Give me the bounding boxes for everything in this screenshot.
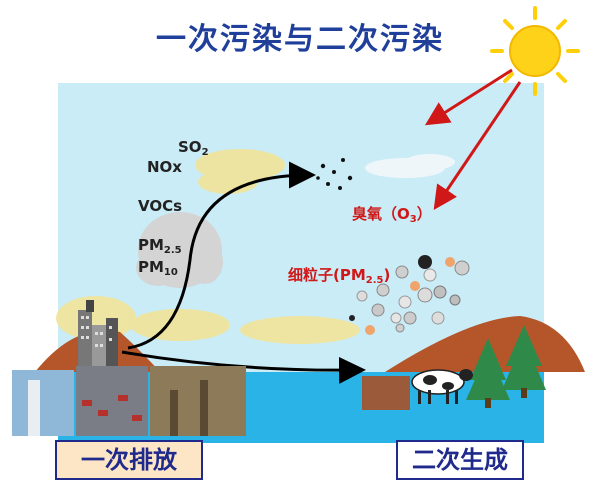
upward-flow-arrow bbox=[127, 161, 316, 350]
pollution-cloud bbox=[136, 212, 223, 288]
fine-particles bbox=[349, 255, 470, 335]
emission-photos bbox=[12, 366, 410, 436]
primary-emission-label: 一次排放 bbox=[55, 440, 203, 480]
label-so2: SO2 bbox=[178, 138, 209, 158]
tree-icon bbox=[466, 338, 510, 408]
label-nox: NOx bbox=[147, 158, 182, 176]
white-cloud bbox=[365, 154, 455, 178]
label-pm25: PM2.5 bbox=[138, 236, 182, 256]
particle-dots bbox=[316, 158, 353, 190]
label-fine-particles: 细粒子(PM2.5) bbox=[288, 266, 391, 286]
sun-ray-arrow bbox=[424, 68, 513, 126]
photo-power-plant bbox=[12, 370, 74, 436]
photo-burning bbox=[362, 376, 410, 410]
photo-factory bbox=[150, 366, 246, 436]
label-vocs: VOCs bbox=[138, 197, 183, 215]
label-pm10: PM10 bbox=[138, 258, 178, 278]
tree-icon bbox=[502, 325, 546, 398]
city-buildings-icon bbox=[78, 300, 118, 366]
secondary-generation-label: 二次生成 bbox=[396, 440, 524, 480]
label-ozone: 臭氧（O3） bbox=[352, 205, 432, 225]
sun-icon bbox=[490, 6, 580, 96]
page-title: 一次污染与二次污染 bbox=[156, 22, 444, 57]
cow-icon bbox=[411, 369, 473, 404]
sun-ray-arrow bbox=[433, 81, 522, 210]
